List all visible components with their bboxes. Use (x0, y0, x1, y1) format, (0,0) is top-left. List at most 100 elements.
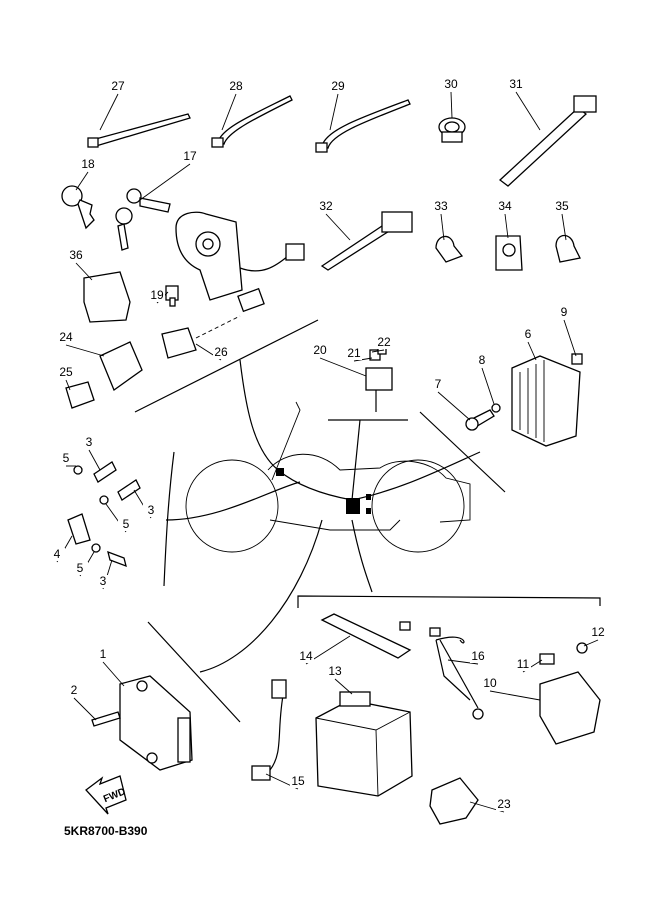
leader-line (319, 357, 367, 377)
part-label-17: 17 (183, 149, 197, 163)
part-label-32: 32 (319, 199, 333, 213)
part-label-24: 24 (59, 330, 73, 344)
cable-tie-31 (498, 95, 597, 187)
wiring-harness (165, 359, 481, 673)
leader-line (563, 319, 577, 357)
clamp-30 (438, 117, 466, 143)
leader-line (73, 697, 97, 721)
clamp-34 (495, 235, 523, 271)
part-label-36: 36 (69, 248, 83, 262)
leader-line (99, 93, 119, 131)
part-label-14: 14 (299, 649, 313, 663)
rectifier-regulator-6 (465, 353, 583, 447)
part-label-13: 13 (328, 664, 342, 678)
clamp-35 (555, 234, 581, 263)
leader-line (65, 379, 71, 391)
fittings-3-5-4 (67, 461, 141, 568)
part-label-26: 26 (214, 345, 228, 359)
part-label-5: 5 (77, 561, 84, 575)
part-label-25: 25 (59, 365, 73, 379)
diagram-code: 5KR8700-B390 (64, 824, 148, 838)
part-label-1: 1 (100, 647, 107, 661)
leader-line (504, 213, 509, 239)
leader-line (440, 213, 445, 241)
part-label-2: 2 (71, 683, 78, 697)
part-label-16: 16 (471, 649, 485, 663)
leader-line (515, 91, 541, 131)
motorcycle-outline (185, 401, 471, 553)
part-label-6: 6 (525, 327, 532, 341)
part-label-33: 33 (434, 199, 448, 213)
clamp-33 (435, 235, 464, 263)
starter-relay-10 (539, 642, 601, 745)
part-label-23: 23 (497, 797, 511, 811)
cable-16 (399, 621, 484, 720)
part-label-22: 22 (377, 335, 391, 349)
cable-15 (251, 679, 287, 781)
part-label-5: 5 (63, 451, 70, 465)
part-label-9: 9 (561, 305, 568, 319)
part-label-28: 28 (229, 79, 243, 93)
leader-line (221, 93, 237, 131)
part-label-35: 35 (555, 199, 569, 213)
cable-tie-28 (211, 95, 293, 148)
leader-line (527, 341, 537, 361)
connector-25 (65, 381, 95, 409)
part-label-30: 30 (444, 77, 458, 91)
screw-19 (165, 285, 179, 307)
part-label-4: 4 (54, 547, 61, 561)
connector-26 (161, 287, 265, 359)
part-label-11: 11 (517, 657, 530, 671)
leader-line (65, 344, 105, 357)
fuse-box-20 (365, 345, 393, 412)
part-label-21: 21 (347, 346, 361, 360)
cover-23 (429, 777, 479, 825)
part-label-3: 3 (86, 435, 93, 449)
part-label-19: 19 (150, 288, 164, 302)
cdi-unit-1 (91, 675, 193, 771)
leader-line (334, 678, 353, 695)
part-label-8: 8 (479, 353, 486, 367)
main-switch-17 (115, 188, 305, 301)
leader-line (139, 163, 191, 201)
leader-line (450, 91, 453, 119)
leader-line (353, 357, 373, 362)
part-label-29: 29 (331, 79, 345, 93)
leader-line (561, 213, 567, 241)
part-label-3: 3 (100, 574, 107, 588)
leader-line (88, 449, 101, 471)
cable-tie-27 (87, 113, 191, 148)
cable-tie-32 (320, 211, 413, 271)
leader-line (489, 690, 541, 701)
part-label-34: 34 (498, 199, 512, 213)
leader-line (437, 391, 471, 421)
part-label-27: 27 (111, 79, 125, 93)
leader-line (583, 639, 599, 647)
part-label-31: 31 (509, 77, 523, 91)
key-18 (61, 185, 95, 230)
battery-13 (315, 691, 413, 797)
leader-line (75, 171, 89, 191)
leader-line (447, 659, 479, 665)
leader-line (371, 349, 385, 353)
leader-line (329, 93, 339, 131)
relay-36 (83, 271, 131, 323)
part-label-20: 20 (313, 343, 327, 357)
cable-tie-29 (315, 99, 411, 153)
part-label-5: 5 (123, 517, 130, 531)
part-label-3: 3 (148, 503, 155, 517)
fwd-arrow: FWD (85, 775, 127, 815)
leader-line (75, 262, 93, 281)
part-label-12: 12 (591, 625, 605, 639)
leader-line (102, 661, 125, 687)
part-label-15: 15 (291, 774, 305, 788)
part-label-7: 7 (435, 377, 442, 391)
part-label-10: 10 (483, 676, 497, 690)
part-label-18: 18 (81, 157, 95, 171)
battery-band-14 (320, 613, 412, 659)
leader-line (481, 367, 495, 405)
leader-line (325, 213, 351, 241)
